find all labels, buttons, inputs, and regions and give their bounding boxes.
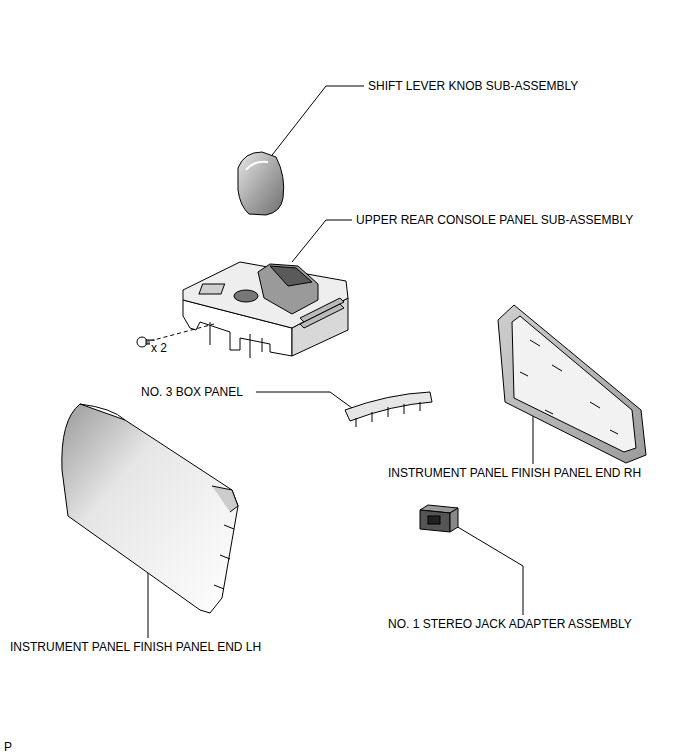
figure-code: P bbox=[3, 740, 13, 754]
part-name: INSTRUMENT PANEL FINISH PANEL END RH bbox=[387, 466, 642, 480]
quantity-label: x 2 bbox=[150, 341, 168, 355]
part-name: INSTRUMENT PANEL FINISH PANEL END LH bbox=[9, 640, 262, 654]
part-name: NO. 3 BOX PANEL bbox=[140, 385, 244, 399]
box-panel bbox=[345, 392, 432, 427]
shift-knob bbox=[238, 152, 284, 215]
panel-end-lh bbox=[62, 404, 238, 613]
part-name: SHIFT LEVER KNOB SUB-ASSEMBLY bbox=[367, 79, 579, 93]
part-name: UPPER REAR CONSOLE PANEL SUB-ASSEMBLY bbox=[355, 213, 634, 227]
panel-end-rh bbox=[498, 305, 646, 463]
part-name: NO. 1 STEREO JACK ADAPTER ASSEMBLY bbox=[387, 617, 633, 631]
screw bbox=[137, 324, 214, 347]
stereo-jack bbox=[420, 505, 458, 532]
console-panel bbox=[183, 262, 348, 358]
